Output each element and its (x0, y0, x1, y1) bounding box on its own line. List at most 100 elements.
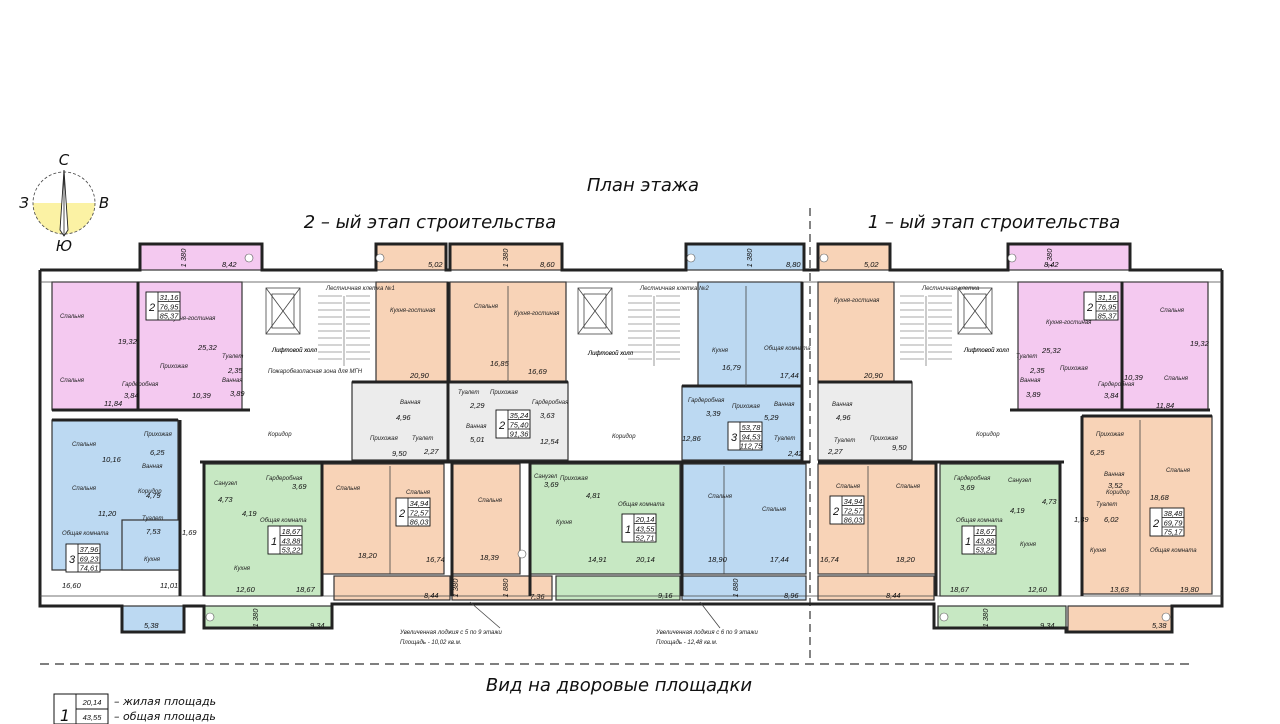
room-fill (817, 281, 895, 383)
room-label: Туалет (142, 516, 163, 522)
room-area: 20,90 (863, 371, 884, 380)
room-label: Гардеробная (532, 400, 569, 406)
room-label: Спальня (836, 484, 861, 490)
badge-living: 37,96 (80, 545, 100, 554)
stair3-label: Лестничная клетка (921, 286, 980, 292)
room-label: Прихожая (870, 436, 899, 442)
room-label: Общая комната (764, 346, 811, 352)
badge-rooms: 2 (832, 506, 839, 518)
room-label: Прихожая (732, 404, 761, 410)
badge-rooms: 1 (625, 524, 631, 536)
room-area: 3,39 (706, 409, 721, 418)
drain-markers (205, 253, 1171, 622)
dimension-label: 1 380 (745, 248, 754, 268)
room-label: Туалет (1016, 354, 1037, 360)
legend-living: 20,14 (82, 698, 102, 707)
room-area: 1,89 (1074, 515, 1089, 524)
room-label: Туалет (412, 436, 433, 442)
room-area: 4,79 (146, 491, 161, 500)
room-area: 5,38 (1152, 621, 1167, 630)
room-area: 8,42 (1044, 260, 1059, 269)
room-label: Санузел (1008, 478, 1032, 484)
room-area: 3,63 (540, 411, 555, 420)
badge-rooms: 2 (1152, 518, 1159, 530)
room-area: 4,73 (218, 495, 233, 504)
room-fills (51, 243, 1213, 633)
room-label: Общая комната (260, 518, 307, 524)
room-area: 12,86 (682, 434, 702, 443)
page-title: План этажа (587, 175, 699, 196)
room-label: Общая комната (956, 518, 1003, 524)
room-area: 3,52 (1108, 481, 1123, 490)
room-label: Спальня (1164, 376, 1189, 382)
loggia-notes: Увеличенная лоджия с 5 по 9 этажи Площад… (399, 601, 759, 646)
room-area: 4,19 (242, 509, 257, 518)
room-fill (817, 381, 913, 461)
badge-rooms: 2 (148, 302, 155, 314)
dimension-label: 1 380 (251, 608, 260, 628)
room-area: 12,60 (236, 585, 256, 594)
room-area: 5,02 (428, 260, 443, 269)
room-area: 17,44 (780, 371, 799, 380)
room-area: 2,35 (227, 366, 243, 375)
room-area: 3,84 (124, 391, 139, 400)
room-area: 2,35 (1029, 366, 1045, 375)
room-label: Кухня (712, 348, 729, 354)
room-label: Прихожая (1096, 432, 1125, 438)
room-label: Коридор (1106, 490, 1130, 496)
room-area: 11,20 (98, 509, 117, 518)
room-area: 2,29 (469, 401, 485, 410)
loggia-note-right-1: Увеличенная лоджия с 6 по 9 этажи (655, 630, 759, 636)
room-area: 6,25 (150, 448, 165, 457)
badge-total: 74,61 (80, 564, 99, 573)
compass-west: З (19, 194, 29, 212)
room-area: 3,89 (1026, 390, 1041, 399)
badge-usable: 76,95 (1098, 303, 1118, 312)
room-area: 9,16 (658, 591, 673, 600)
room-area: 5,02 (864, 260, 879, 269)
room-fill (939, 463, 1061, 597)
room-label: Общая комната (62, 531, 109, 537)
badge-total: 75,17 (1164, 528, 1184, 537)
badge-usable: 43,88 (976, 537, 996, 546)
room-area: 10,16 (102, 455, 122, 464)
compass-east: В (99, 194, 109, 212)
room-fill (1121, 281, 1209, 411)
loggia-note-left-1: Увеличенная лоджия с 5 по 9 этажи (399, 630, 503, 636)
room-label: Ванная (774, 402, 795, 408)
safe-zone-label: Пожаробезопасная зона для МГН (268, 369, 363, 375)
room-area: 19,80 (1180, 585, 1200, 594)
room-area: 4,81 (586, 491, 601, 500)
room-area: 16,79 (722, 363, 742, 372)
lift-hall-label-2: Лифтовой холл (587, 350, 634, 357)
badge-living: 18,67 (976, 527, 996, 536)
room-area: 9,34 (310, 621, 325, 630)
room-label: Лифтовой холл (963, 347, 1010, 354)
badge-rooms: 2 (1086, 302, 1093, 314)
room-area: 12,60 (1028, 585, 1048, 594)
badge-living: 35,24 (510, 411, 529, 420)
compass-south: Ю (56, 237, 72, 255)
room-label: Гардеробная (266, 476, 303, 482)
room-label: Спальня (762, 507, 787, 513)
room-area: 1,69 (182, 528, 197, 537)
compass-north: С (59, 151, 70, 169)
badge-rooms: 2 (398, 508, 405, 520)
badge-usable: 72,57 (410, 509, 430, 518)
loggia-note-left-2: Площадь - 10,02 кв.м. (400, 640, 461, 646)
badge-usable: 76,95 (160, 303, 180, 312)
room-label: Спальня (406, 490, 431, 496)
room-label: Туалет (458, 390, 479, 396)
room-area: 3,69 (292, 482, 307, 491)
badge-living: 38,48 (1164, 509, 1184, 518)
stair-core-3: Лестничная клетка (900, 286, 993, 366)
room-area: 5,29 (764, 413, 779, 422)
room-area: 9,34 (1040, 621, 1055, 630)
